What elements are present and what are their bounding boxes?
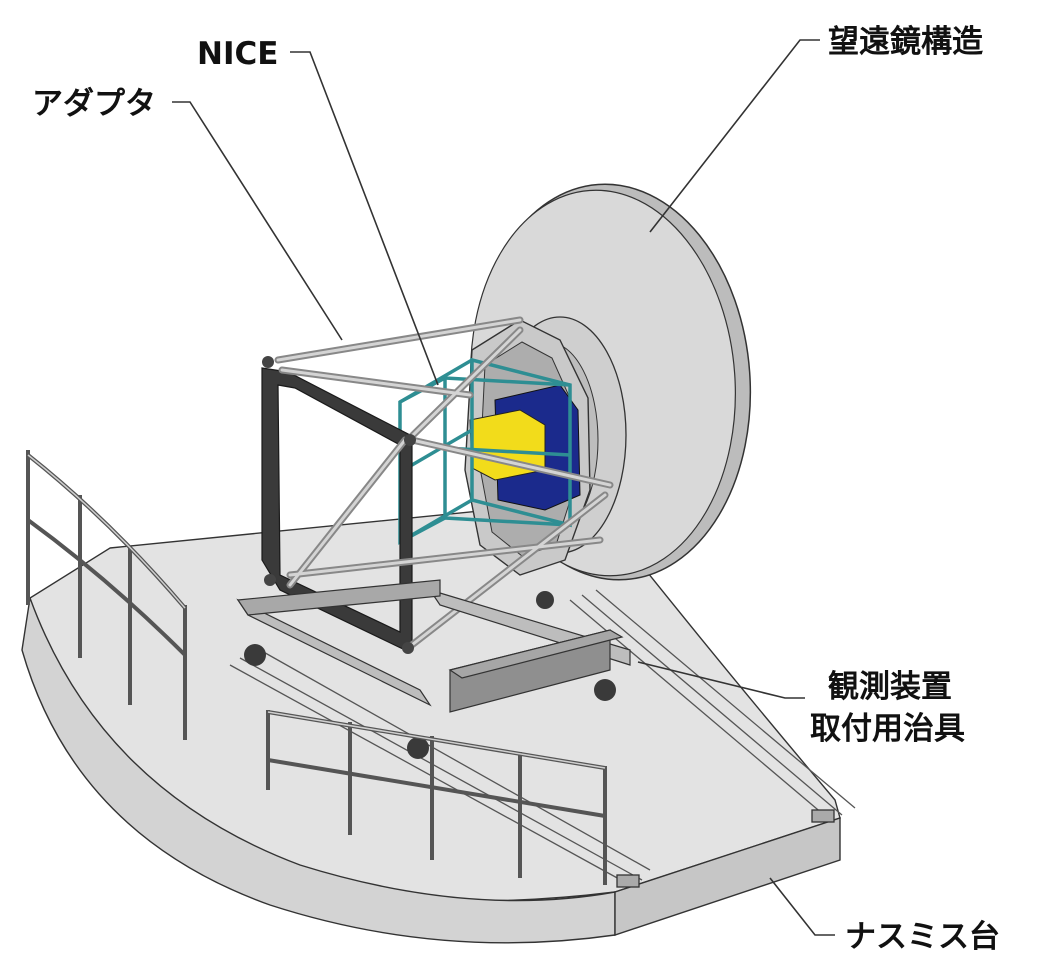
adapter-joint (264, 574, 276, 586)
rail-end-cap (811, 809, 835, 823)
jig-wheel (407, 737, 429, 759)
rail-3 (259, 649, 651, 871)
nasmyth-platform (21, 499, 841, 944)
leader-mounting-jig (637, 661, 805, 699)
jig-wheel (536, 591, 554, 609)
rail-5 (581, 594, 843, 816)
jig-wheel (594, 679, 616, 701)
leader-nice (290, 51, 439, 386)
leader-nasmyth-platform (769, 877, 835, 936)
mounting-jig (236, 579, 631, 759)
label-nasmyth-platform: ナスミス台 (845, 919, 1000, 955)
adapter-joint (404, 434, 416, 446)
label-nice: NICE (197, 36, 278, 72)
label-telescope-structure: 望遠鏡構造 (828, 24, 983, 60)
adapter-joint (402, 642, 414, 654)
adapter-joint (262, 356, 274, 368)
rail-end-cap (616, 874, 640, 888)
jig-wheel (244, 644, 266, 666)
leader-telescope-structure (649, 39, 820, 233)
rail-2 (239, 657, 643, 881)
railing-mid-left (26, 518, 187, 657)
label-mounting-jig-line2: 取付用治具 (810, 711, 965, 747)
label-mounting-jig-line1: 観測装置 (828, 669, 952, 705)
rail-6 (595, 589, 856, 809)
adapter (261, 316, 614, 654)
label-adapter: アダプタ (32, 86, 156, 122)
jig-box-top (448, 629, 624, 679)
railing-highlight (27, 454, 606, 769)
jig-crossbar (236, 579, 441, 616)
leader-lines (172, 39, 835, 936)
adapter-struts-highlight (276, 318, 612, 650)
leader-adapter (172, 101, 343, 341)
railing-mid-front (267, 758, 606, 818)
platform-side (614, 817, 841, 936)
callouts: 望遠鏡構造 NICE アダプタ 観測装置 取付用治具 ナスミス台 (32, 24, 1000, 955)
